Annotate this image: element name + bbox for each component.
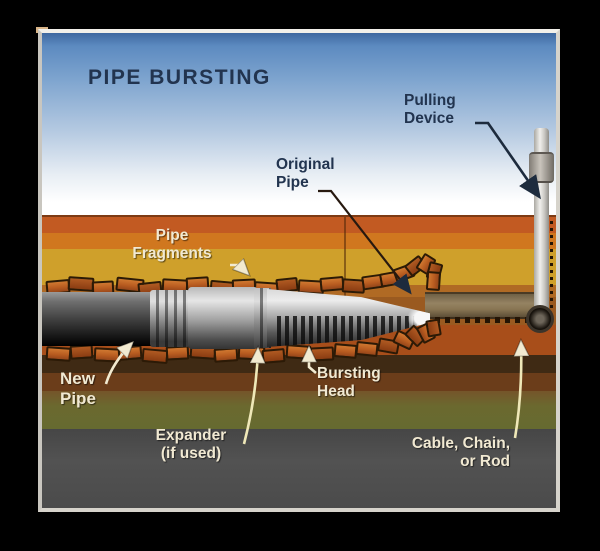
label-pipe-fragments: Pipe Fragments — [132, 227, 212, 263]
diagram-frame: PIPE BURSTING Pulling Device Original Pi… — [38, 29, 560, 512]
pipe-fragment-shard — [333, 343, 358, 359]
soil-layer-topsoil — [42, 215, 556, 235]
cable-dashed-line-vertical — [550, 221, 553, 309]
pipe-fragment-shard — [355, 340, 379, 358]
pipe-fragment-shard — [67, 276, 95, 292]
diagram-title: PIPE BURSTING — [88, 66, 271, 89]
pipe-fragment-shard — [309, 346, 335, 362]
pipe-fragment-shard — [69, 344, 94, 360]
pipe-fragment-shard — [165, 345, 190, 361]
pipe-fragment-shard — [117, 344, 143, 362]
pipe-fragment-shard — [285, 344, 312, 360]
expander-graphic — [188, 287, 258, 349]
label-cable-chain: Cable, Chain, or Rod — [411, 435, 510, 471]
cable-dashed-line — [425, 317, 533, 323]
pipe-fragment-shard — [141, 347, 169, 365]
pulling-device-coupling — [529, 152, 554, 183]
sky-background — [42, 33, 556, 215]
soil-layer-brown-lower — [42, 373, 556, 391]
label-expander: Expander (if used) — [155, 427, 227, 463]
soil-layer-gray — [42, 429, 556, 508]
soil-layer-olive — [42, 391, 556, 429]
pipe-fragment-shard — [425, 271, 442, 291]
pipe-coupling-rings — [150, 290, 190, 347]
soil-layer-orange — [42, 233, 556, 249]
pipe-fragment-shard — [213, 347, 239, 363]
pipe-fragment-shard — [45, 346, 72, 362]
label-bursting-head: Bursting Head — [317, 365, 381, 401]
new-pipe-graphic — [42, 292, 152, 346]
original-pipe-graphic — [425, 292, 537, 319]
pipe-fragment-shard — [425, 318, 442, 338]
label-new-pipe: New Pipe — [60, 369, 96, 409]
label-original-pipe: Original Pipe — [276, 156, 335, 192]
expander-rear-rings — [254, 288, 271, 348]
pulling-device-pulley — [526, 305, 554, 333]
label-pulling-device: Pulling Device — [404, 92, 456, 128]
pipe-fragment-shard — [261, 348, 286, 364]
